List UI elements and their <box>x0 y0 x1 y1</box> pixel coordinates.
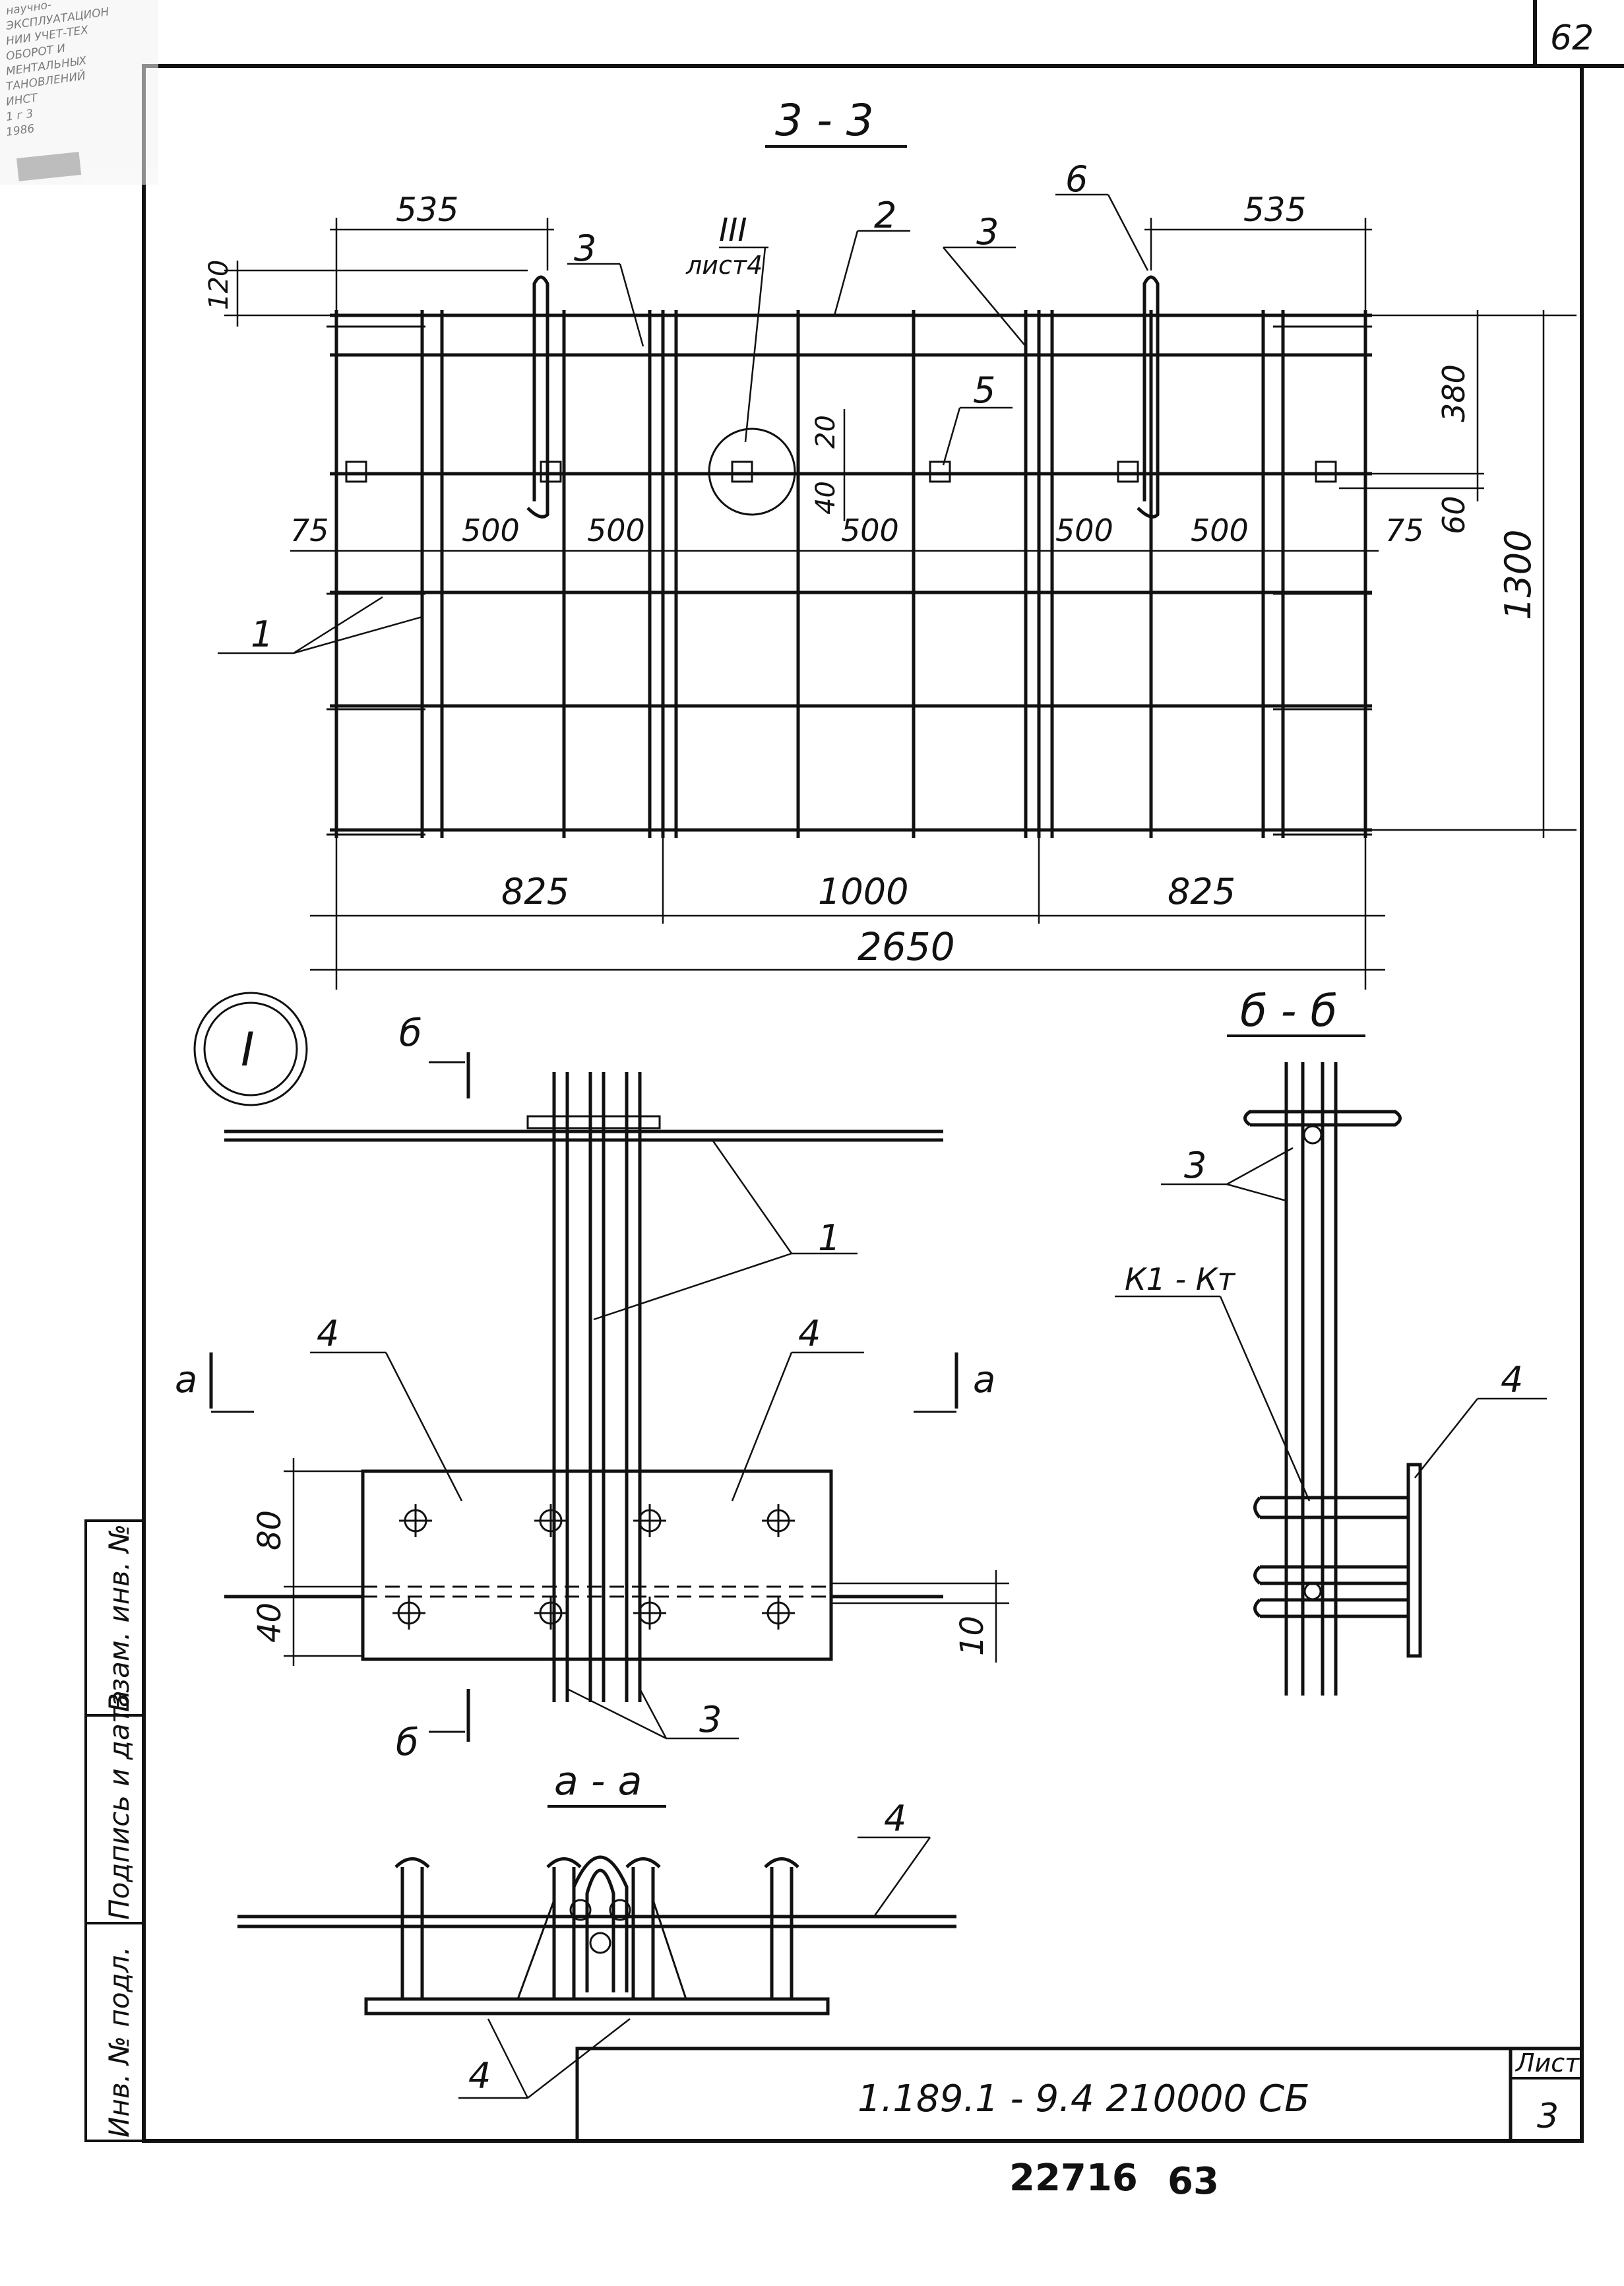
dim-10: 10 <box>954 1616 991 1656</box>
stamp-inv-podl: Инв. № подл. <box>103 1946 135 2138</box>
detail-circle <box>708 428 796 516</box>
callout-3b: 3 <box>976 211 999 253</box>
callout-5: 5 <box>973 369 995 411</box>
section-a-a: а - а 4 4 <box>237 1758 956 2099</box>
dim-500-2: 500 <box>587 513 645 548</box>
embedded-plate <box>929 460 951 483</box>
cut-b-top: б <box>399 1012 422 1055</box>
view-3-3: 3 - 3 <box>204 95 1577 990</box>
detail-i: I б б а а <box>175 992 1009 1764</box>
dim-80: 80 <box>251 1510 288 1550</box>
sheet-number: 3 <box>1537 2097 1559 2136</box>
callout-2: 2 <box>874 195 896 236</box>
callout-1: 1 <box>818 1217 840 1259</box>
anchor-hole <box>534 1597 567 1630</box>
embedded-plate <box>345 460 367 483</box>
dim-40: 40 <box>251 1603 288 1643</box>
lifting-loop <box>1137 275 1160 519</box>
anchor-hole <box>392 1597 425 1630</box>
dim-500-3: 500 <box>841 513 899 548</box>
anchor-hole <box>762 1597 795 1630</box>
dim-75-right: 75 <box>1385 513 1424 548</box>
anchor-hole <box>534 1504 567 1537</box>
section-b-b: б - б 3 К1 - Кт 4 <box>1115 986 1547 1696</box>
callout-k1-kt: К1 - Кт <box>1125 1261 1235 1297</box>
anchor-hole <box>633 1504 666 1537</box>
embedded-plate <box>1117 460 1139 483</box>
dim-20: 20 <box>811 415 841 449</box>
dim-2650: 2650 <box>858 924 955 969</box>
dim-535-left: 535 <box>396 191 458 229</box>
callout-4-left: 4 <box>317 1313 339 1354</box>
callout-6: 6 <box>1065 158 1088 200</box>
stamp-podpis-data: Подпись и дата <box>103 1690 135 1920</box>
dim-40: 40 <box>811 481 841 515</box>
cut-a-right: а <box>973 1358 995 1401</box>
dim-380: 380 <box>1436 364 1472 422</box>
view-title: 3 - 3 <box>775 95 874 146</box>
cut-b-bottom: б <box>396 1721 419 1764</box>
footer-code: 22716 <box>1009 2157 1138 2200</box>
dim-825-right: 825 <box>1168 871 1235 912</box>
dim-500-1: 500 <box>462 513 520 548</box>
dim-500-5: 500 <box>1191 513 1249 548</box>
archive-stamp: научно- ЭКСПЛУАТАЦИОН НИИ УЧЕТ-ТЕХ ОБОРО… <box>0 0 158 185</box>
dim-1000: 1000 <box>818 871 908 912</box>
lifting-loop <box>526 275 549 519</box>
dim-825-left: 825 <box>501 871 569 912</box>
cut-a-left: а <box>175 1358 197 1401</box>
dim-75-left: 75 <box>290 513 329 548</box>
section-b-b-title: б - б <box>1240 986 1337 1036</box>
footer-num: 63 <box>1168 2160 1219 2203</box>
callout-4-right: 4 <box>798 1313 821 1354</box>
dim-120: 120 <box>204 260 234 310</box>
section-a-a-title: а - а <box>554 1758 642 1804</box>
callout-4: 4 <box>1501 1359 1523 1401</box>
anchor-hole <box>399 1504 432 1537</box>
anchor-hole <box>633 1597 666 1630</box>
dim-60: 60 <box>1436 495 1472 534</box>
anchor-hole <box>762 1504 795 1537</box>
callout-1: 1 <box>251 614 273 655</box>
embedded-plate <box>1315 460 1337 483</box>
reinforcement-mesh <box>327 310 1372 838</box>
callout-3: 3 <box>574 228 596 269</box>
dim-535-right: 535 <box>1243 191 1306 229</box>
detail-circle-num: III <box>719 212 747 249</box>
embedded-plate-4 <box>361 1469 833 1661</box>
side-stamp: Инв. № подл. Подпись и дата Взам. инв. № <box>84 1519 145 2142</box>
detail-i-marker: I <box>241 1023 255 1077</box>
dim-500-4: 500 <box>1055 513 1113 548</box>
detail-circle-sheet: лист4 <box>685 251 763 280</box>
embedded-plate <box>731 460 753 483</box>
stamp-vzam-inv: Взам. инв. № <box>103 1524 135 1712</box>
dim-1300: 1300 <box>1497 530 1539 620</box>
callout-4-bottom: 4 <box>468 2055 491 2097</box>
doc-code: 1.189.1 - 9.4 210000 СБ <box>858 2078 1310 2120</box>
title-block: 1.189.1 - 9.4 210000 СБ Лист 3 <box>575 2047 1584 2143</box>
callout-3: 3 <box>1184 1145 1206 1186</box>
embedded-plate <box>540 460 562 483</box>
callout-3: 3 <box>699 1699 722 1740</box>
page-number: 62 <box>1550 18 1594 58</box>
sheet-label: Лист <box>1515 2048 1580 2078</box>
callout-4-top: 4 <box>884 1798 906 1839</box>
